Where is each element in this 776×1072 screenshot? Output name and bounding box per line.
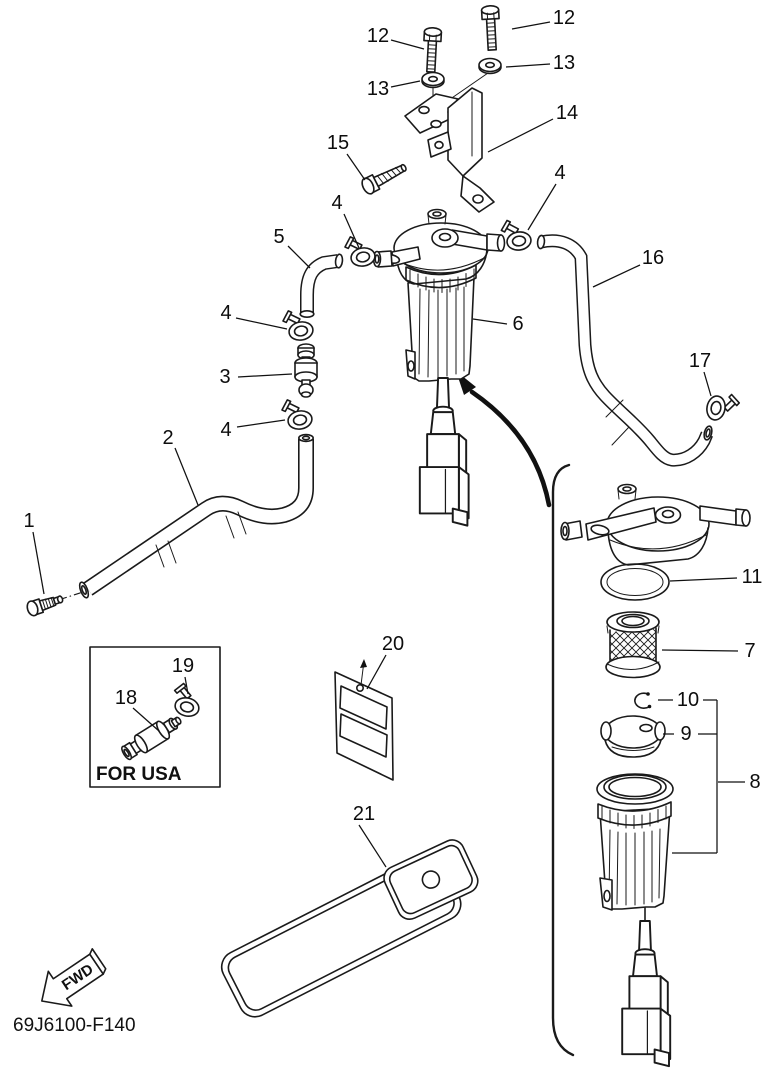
leader-line-13 <box>390 80 421 88</box>
group-bracket-8 <box>672 700 718 854</box>
hose-clamp-4-lower <box>279 395 315 433</box>
callout-1: 1 <box>23 510 34 532</box>
callout-12: 12 <box>553 7 575 29</box>
leader-line-4 <box>236 419 286 428</box>
callout-19: 19 <box>172 655 194 677</box>
diagram-code: 69J6100-F140 <box>13 1015 136 1036</box>
o-ring-11 <box>600 563 670 601</box>
screw-15 <box>361 163 407 195</box>
callout-20: 20 <box>382 633 404 655</box>
callout-11: 11 <box>742 566 763 588</box>
bracket-14 <box>404 87 495 213</box>
hose-clamp-4-right-port <box>499 216 533 253</box>
fuel-hose-2 <box>78 433 314 599</box>
leader-line-4 <box>235 317 288 330</box>
assembly-arrow <box>456 371 552 508</box>
leader-line-18 <box>132 707 160 732</box>
float-9 <box>600 715 666 758</box>
filter-cup-8 <box>596 773 674 923</box>
leader-line-4 <box>343 213 360 249</box>
callout-16: 16 <box>642 247 664 269</box>
callout-12: 12 <box>367 25 389 47</box>
leader-line-11 <box>669 577 738 582</box>
clip-10 <box>634 692 652 709</box>
callout-18: 18 <box>115 687 137 709</box>
pipe-joint-3 <box>294 343 318 398</box>
leader-line-6 <box>472 318 508 325</box>
washer-13-left <box>421 71 445 89</box>
leader-line-1 <box>32 531 45 595</box>
callout-4: 4 <box>220 419 231 441</box>
leader-line-2 <box>174 447 199 506</box>
electrical-connector-right <box>621 920 672 1068</box>
leader-line-4 <box>527 183 557 231</box>
joint-18 <box>121 716 182 761</box>
washer-13-right <box>478 57 502 75</box>
filter-element-7 <box>605 611 661 679</box>
callout-13: 13 <box>553 52 575 74</box>
leader-line-21 <box>358 824 387 868</box>
callout-5: 5 <box>273 226 284 248</box>
for-usa-label: FOR USA <box>96 764 182 785</box>
fuel-pipe-fitting-1 <box>26 591 84 617</box>
strap-21 <box>220 839 479 1018</box>
callout-9: 9 <box>680 723 691 745</box>
leader-line-3 <box>237 373 293 378</box>
callout-2: 2 <box>162 427 173 449</box>
leader-line-16 <box>592 264 641 288</box>
for-usa-box: FOR USA <box>89 646 221 788</box>
label-sheet-20 <box>334 659 394 781</box>
separator-bracket-curve <box>551 463 575 1057</box>
leader-line-12 <box>390 39 425 50</box>
callout-4: 4 <box>554 162 565 184</box>
callout-7: 7 <box>744 640 755 662</box>
callout-17: 17 <box>689 350 711 372</box>
callout-8: 8 <box>749 771 760 793</box>
fuel-filter-assembly-6 <box>372 208 506 382</box>
bolt-12-left <box>421 26 443 74</box>
callout-21: 21 <box>353 803 375 825</box>
callout-15: 15 <box>327 132 349 154</box>
leader-line-19 <box>184 676 189 695</box>
callout-14: 14 <box>556 102 578 124</box>
callout-4: 4 <box>220 302 231 324</box>
callout-6: 6 <box>512 313 523 335</box>
callout-10: 10 <box>677 689 699 711</box>
filter-cap-right <box>560 483 751 566</box>
leader-line-5 <box>287 245 311 269</box>
leader-line-15 <box>346 153 366 181</box>
leader-line-20 <box>366 654 387 690</box>
fuel-hose-5 <box>299 253 344 318</box>
leader-line-13 <box>505 63 551 68</box>
leader-line-7 <box>661 649 739 652</box>
hose-clamp-4-left-port <box>342 232 378 270</box>
callout-4: 4 <box>331 192 342 214</box>
electrical-connector-left <box>418 377 470 527</box>
leader-line-17 <box>703 371 712 397</box>
callout-13: 13 <box>367 78 389 100</box>
fwd-arrow: FWD <box>41 948 107 1007</box>
callout-3: 3 <box>219 366 230 388</box>
leader-line-12 <box>511 21 551 30</box>
leader-line-14 <box>487 118 554 153</box>
fuel-hose-16 <box>536 234 713 467</box>
bolt-12-right <box>480 4 502 52</box>
